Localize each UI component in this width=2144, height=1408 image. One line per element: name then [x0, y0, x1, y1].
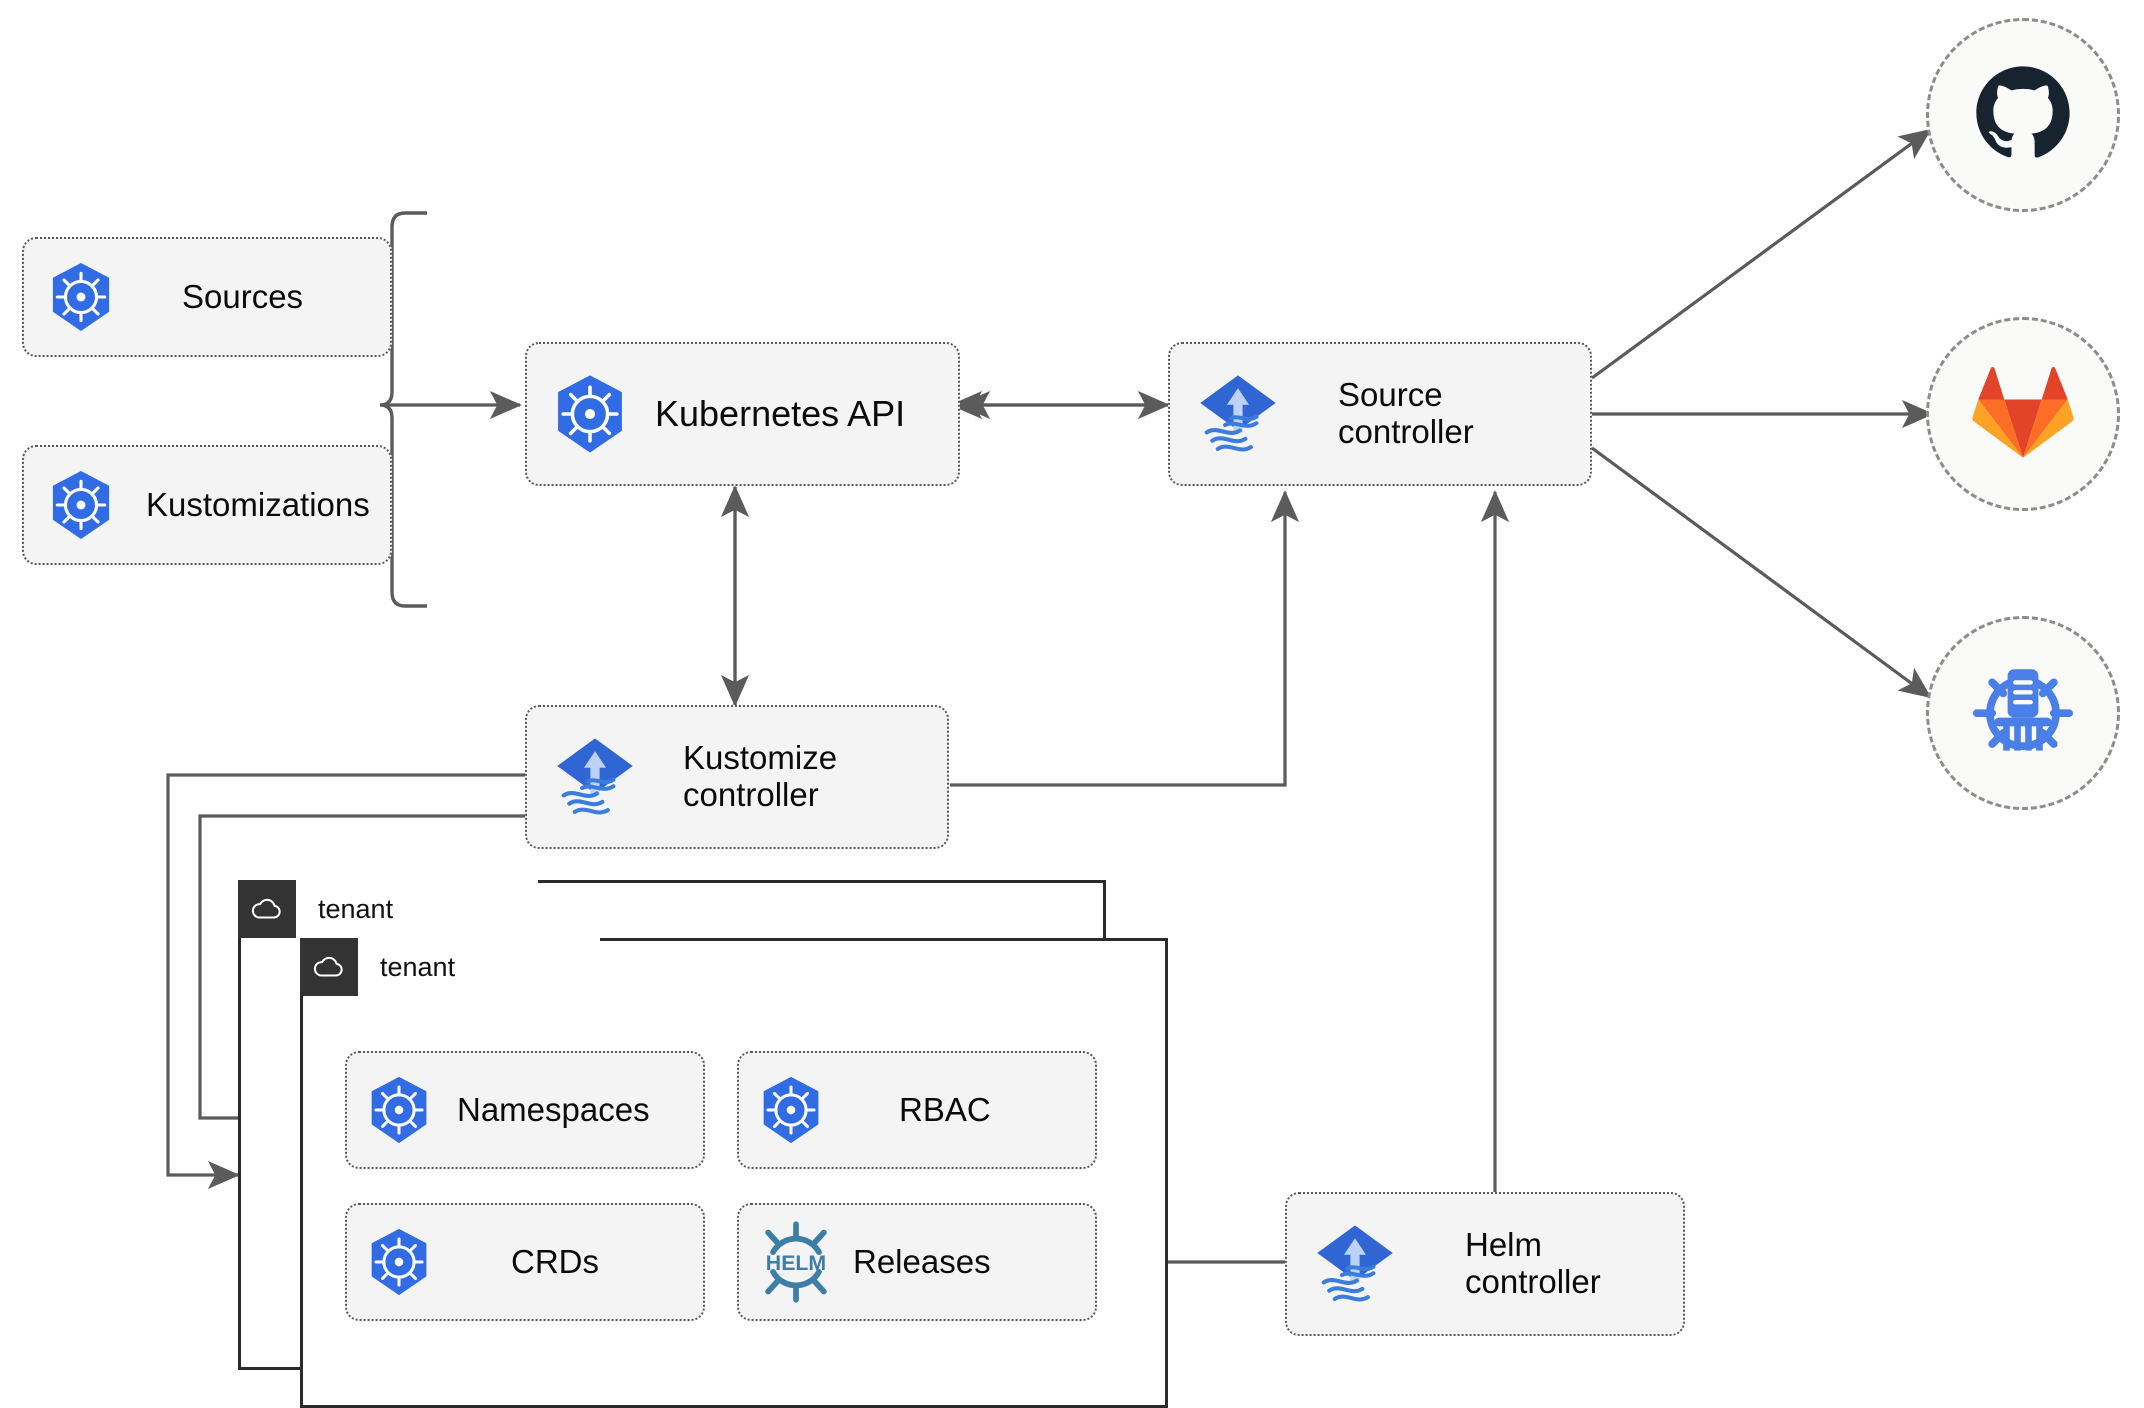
node-kubernetes-api[interactable]: Kubernetes API	[525, 342, 960, 486]
cloud-icon	[300, 938, 358, 996]
flux-icon	[1192, 368, 1284, 460]
kubernetes-icon	[755, 1074, 827, 1146]
node-label: Kustomizations	[146, 485, 370, 523]
flux-icon	[549, 731, 641, 823]
node-helm-controller[interactable]: Helm controller	[1285, 1192, 1685, 1336]
kubernetes-icon	[42, 258, 120, 336]
gitlab-icon	[1971, 364, 2075, 465]
node-source-controller[interactable]: Source controller	[1168, 342, 1592, 486]
node-kustomizations[interactable]: Kustomizations	[22, 445, 392, 565]
kubernetes-icon	[363, 1074, 435, 1146]
flux-icon	[1309, 1218, 1401, 1310]
resource-label: CRDs	[511, 1243, 599, 1280]
tenant-label: tenant	[380, 951, 456, 982]
tenant-resource-releases[interactable]: HELM Releases	[737, 1203, 1097, 1321]
provider-helm-repository[interactable]	[1926, 616, 2120, 810]
tenant-resource-rbac[interactable]: RBAC	[737, 1051, 1097, 1169]
provider-gitlab[interactable]	[1926, 317, 2120, 511]
resource-label: RBAC	[899, 1091, 991, 1128]
node-label: Helm controller	[1465, 1226, 1601, 1300]
github-icon	[1970, 60, 2076, 171]
tenant-label: tenant	[318, 893, 394, 924]
provider-github[interactable]	[1926, 18, 2120, 212]
tenant-tab: tenant	[300, 938, 600, 996]
resource-label: Namespaces	[457, 1091, 650, 1128]
node-kustomize-controller[interactable]: Kustomize controller	[525, 705, 949, 849]
kubernetes-icon	[42, 466, 120, 544]
svg-text:HELM: HELM	[766, 1251, 826, 1275]
helm-icon: HELM	[755, 1221, 837, 1303]
node-label: Source controller	[1338, 376, 1474, 450]
node-label: Kustomize controller	[683, 739, 838, 813]
node-label: Sources	[182, 277, 304, 315]
tenant-frame-inner[interactable]: tenant Namespaces	[300, 938, 1168, 1408]
helm-repository-icon	[1968, 656, 2078, 771]
node-sources[interactable]: Sources	[22, 237, 392, 357]
kubernetes-icon	[363, 1226, 435, 1298]
cloud-icon	[238, 880, 296, 938]
tenant-resource-namespaces[interactable]: Namespaces	[345, 1051, 705, 1169]
resource-label: Releases	[853, 1243, 991, 1280]
kubernetes-icon	[547, 371, 633, 457]
tenant-resource-crds[interactable]: CRDs	[345, 1203, 705, 1321]
tenant-tab: tenant	[238, 880, 538, 938]
node-label: Kubernetes API	[655, 392, 906, 434]
